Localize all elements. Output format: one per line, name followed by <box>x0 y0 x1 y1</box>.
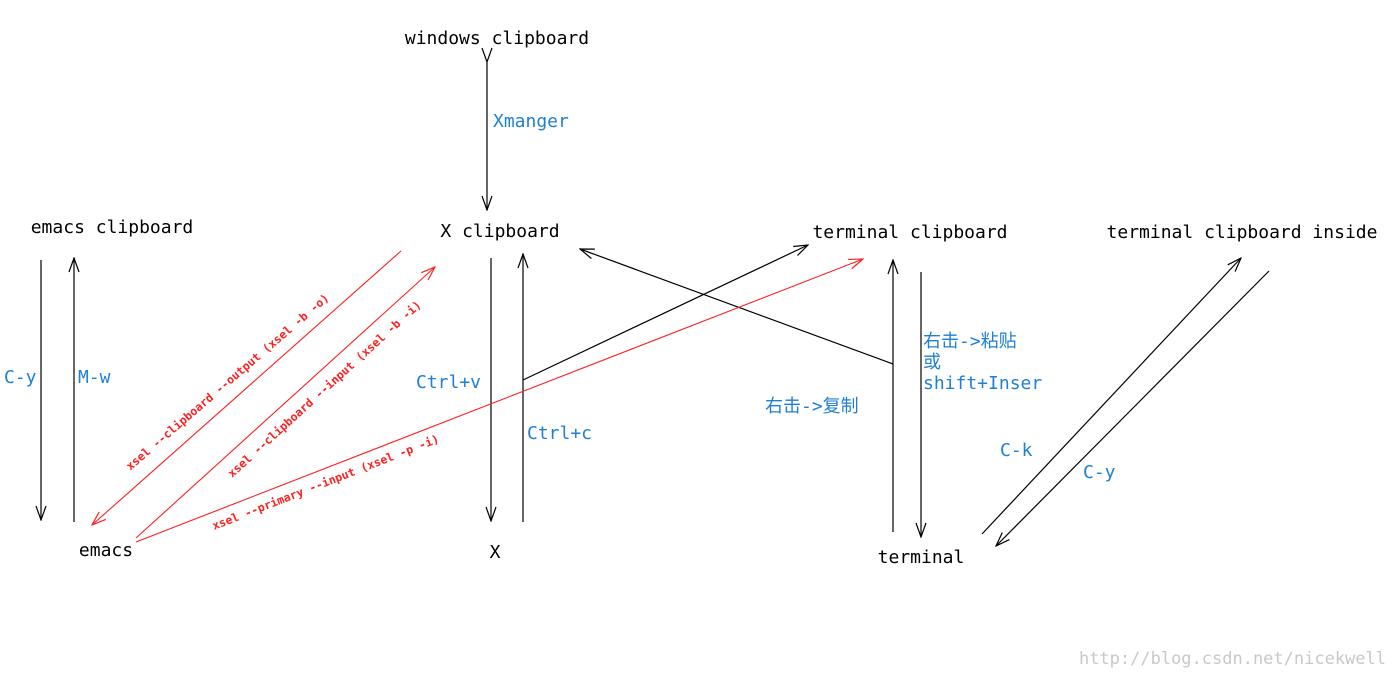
arrow-terminal-to-inside-clipboard <box>981 258 1241 535</box>
node-terminal: terminal <box>878 547 965 568</box>
node-terminal-clipboard: terminal clipboard <box>812 222 1007 243</box>
arrow-red-xsel-input <box>135 267 435 539</box>
arrow-red-xsel-output <box>92 250 402 525</box>
label-ctrl-v: Ctrl+v <box>416 372 481 393</box>
watermark: http://blog.csdn.net/nicekwell <box>1079 649 1386 669</box>
label-xsel-output: xsel --clipboard --output (xsel -b -o) <box>123 291 332 473</box>
label-xsel-primary: xsel --primary --input (xsel -p -i) <box>210 432 441 533</box>
label-xmanger: Xmanger <box>493 111 569 132</box>
label-terminal-paste: 右击->粘贴 <box>923 331 1017 352</box>
arrow-inside-clipboard-to-terminal <box>996 270 1270 546</box>
label-inside-c-y: C-y <box>1083 462 1116 483</box>
arrow-red-xsel-primary <box>135 259 863 543</box>
node-windows-clipboard: windows clipboard <box>405 28 589 49</box>
label-terminal-shift-insert: shift+Inser <box>923 373 1042 394</box>
node-x: X <box>490 542 501 563</box>
node-emacs-clipboard: emacs clipboard <box>31 217 194 238</box>
label-inside-c-k: C-k <box>1000 440 1033 461</box>
label-terminal-paste-or: 或 <box>923 352 941 373</box>
label-emacs-m-w: M-w <box>78 367 111 388</box>
arrow-terminal-to-x-clipboard <box>580 249 894 365</box>
node-emacs: emacs <box>79 540 133 561</box>
node-x-clipboard: X clipboard <box>440 221 559 242</box>
arrow-x-to-terminal-clipboard <box>522 245 808 381</box>
label-ctrl-c: Ctrl+c <box>527 423 592 444</box>
node-terminal-clipboard-inside: terminal clipboard inside <box>1107 222 1378 243</box>
label-emacs-c-y: C-y <box>4 367 37 388</box>
label-terminal-copy: 右击->复制 <box>765 396 859 417</box>
